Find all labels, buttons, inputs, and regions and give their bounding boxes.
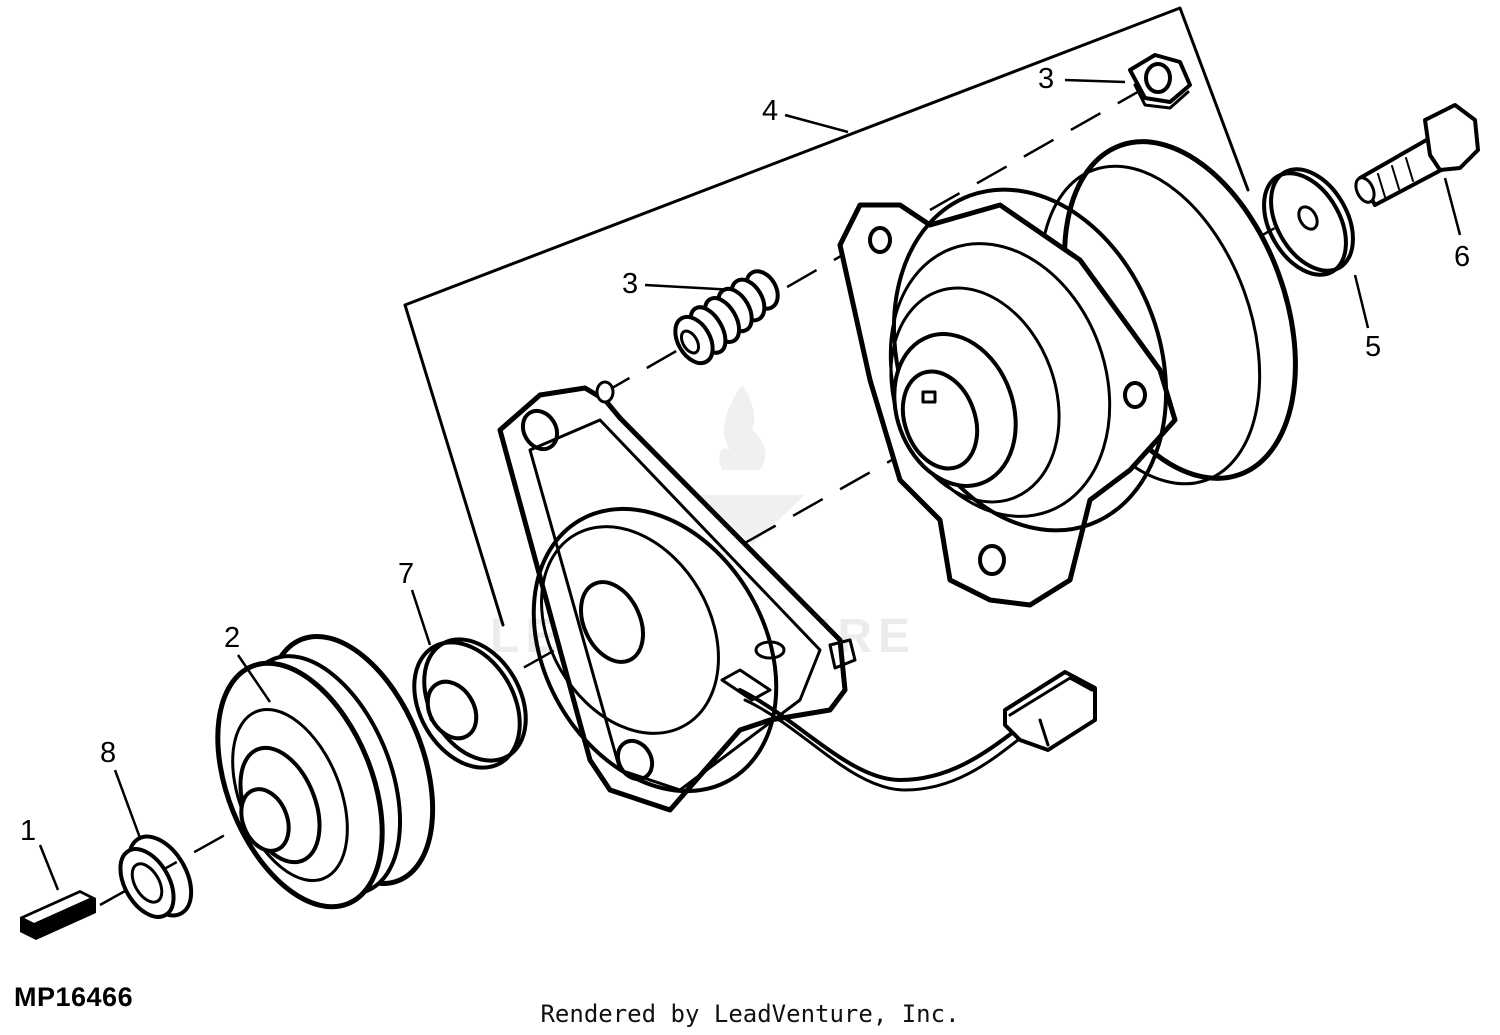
callout-4: 4 (762, 95, 778, 127)
callout-5: 5 (1365, 331, 1381, 363)
callout-1: 1 (20, 815, 36, 847)
figure-id: MP16466 (14, 982, 134, 1012)
leader-lines (38, 78, 1462, 891)
callout-labels: 1 8 2 7 4 3 3 5 6 (20, 63, 1470, 847)
part-2-pulley (215, 633, 436, 910)
callout-3-nut: 3 (1038, 63, 1054, 95)
assembly-bracket-4 (403, 6, 1250, 627)
callout-8: 8 (100, 737, 116, 769)
render-credit: Rendered by LeadVenture, Inc. (540, 1000, 960, 1028)
callout-2: 2 (224, 622, 240, 654)
part-8-bushing (118, 834, 194, 919)
callout-6: 6 (1454, 241, 1470, 273)
brake-plate (497, 380, 857, 813)
part-5-washer (1262, 167, 1355, 277)
part-1-key (19, 890, 96, 940)
part-3-nut (1128, 53, 1192, 110)
part-6-bolt (1354, 103, 1480, 207)
wire-harness (738, 670, 1097, 792)
part-3-spring (673, 269, 780, 366)
clutch-field-assembly (837, 139, 1298, 608)
part-7-washer (412, 637, 528, 770)
callout-3-spring: 3 (622, 268, 638, 300)
callout-7: 7 (398, 558, 414, 590)
